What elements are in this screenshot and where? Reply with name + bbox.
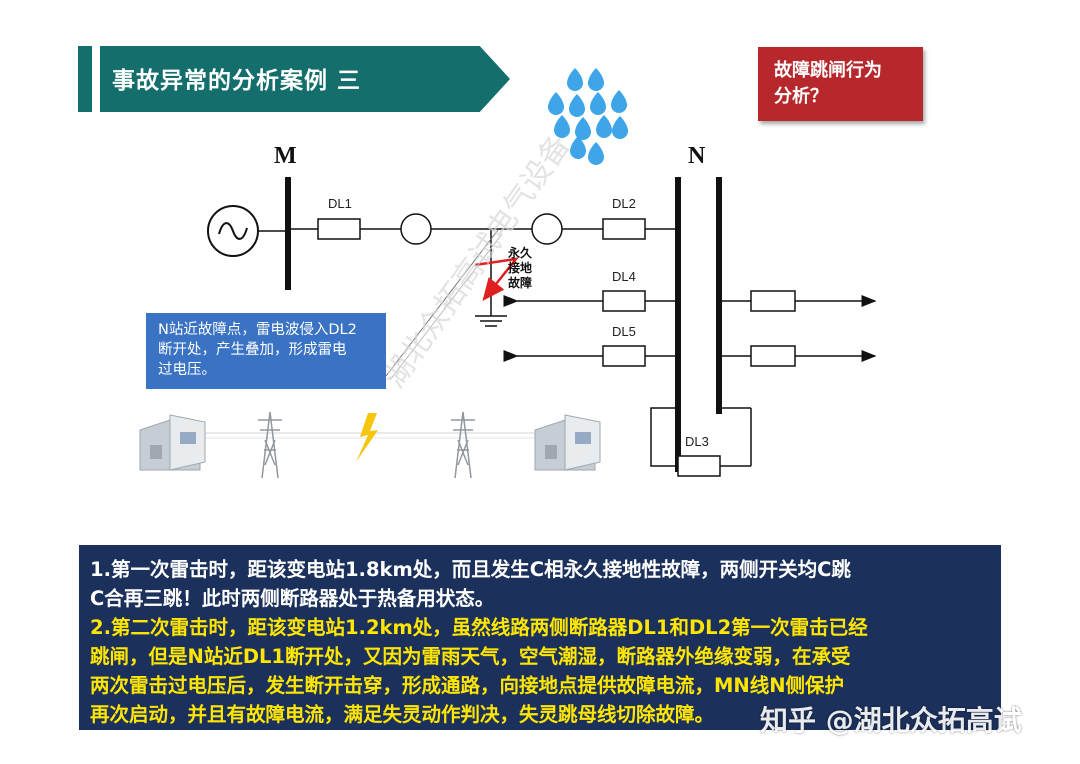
dl2-label: DL2 <box>612 196 636 211</box>
callout-line-2: 分析？ <box>774 86 828 107</box>
fault-label: 永久 接地 故障 <box>508 246 533 290</box>
node-m-label: M <box>274 143 297 169</box>
substation-right-icon <box>534 414 601 471</box>
breaker-dl3 <box>677 455 721 477</box>
note-line: 断开处，产生叠加，形成雷电 <box>158 342 347 358</box>
note-box: N站近故障点，雷电波侵入DL2 断开处，产生叠加，形成雷电 过电压。 <box>146 313 386 389</box>
callout-line-1: 故障跳闸行为 <box>774 60 882 81</box>
ct-left-icon <box>400 213 432 245</box>
explanation-box: 1.第一次雷击时，距该变电站1.8km处，而且发生C相永久接地性故障，两侧开关均… <box>79 545 1001 730</box>
ground-icon <box>475 315 507 327</box>
explanation-line: 再次启动，并且有故障电流，满足失灵动作判决，失灵跳母线切除故障。 <box>90 703 715 726</box>
note-line: N站近故障点，雷电波侵入DL2 <box>158 322 357 338</box>
fault-arrow-icon <box>474 257 519 301</box>
illustration-strip <box>139 411 601 479</box>
dl4-label: DL4 <box>612 269 636 284</box>
raindrops-icon <box>548 68 628 165</box>
tower-right-icon <box>451 411 475 479</box>
ct-right-icon <box>531 213 563 245</box>
explanation-line: 跳闸，但是N站近DL1断开处，又因为雷雨天气，空气潮湿，断路器外绝缘变弱，在承受 <box>90 645 851 668</box>
generator-icon <box>207 205 259 257</box>
question-callout: 故障跳闸行为 分析？ <box>758 47 923 121</box>
dl1-label: DL1 <box>328 196 352 211</box>
page-title: 事故异常的分析案例 三 <box>112 68 362 94</box>
lightning-icon <box>356 413 378 462</box>
title-banner <box>78 46 510 112</box>
explanation-line: 两次雷击过电压后，发生断开击穿，形成通路，向接地点提供故障电流，MN线N侧保护 <box>90 674 845 697</box>
title-stripe <box>92 46 100 112</box>
explanation-line: C合再三跳！此时两侧断路器处于热备用状态。 <box>90 587 495 610</box>
breaker-dl2 <box>602 218 646 240</box>
breaker-dl4 <box>602 290 646 312</box>
substation-left-icon <box>139 414 206 471</box>
node-n-label: N <box>688 143 706 169</box>
explanation-line: 2.第二次雷击时，距该变电站1.2km处，虽然线路两侧断路器DL1和DL2第一次… <box>90 616 868 639</box>
breaker-dl1 <box>317 218 361 240</box>
breaker-right-1 <box>750 290 796 312</box>
note-line: 过电压。 <box>158 362 216 378</box>
dl5-label: DL5 <box>612 324 636 339</box>
breaker-right-2 <box>750 345 796 367</box>
explanation-line: 1.第一次雷击时，距该变电站1.8km处，而且发生C相永久接地性故障，两侧开关均… <box>90 558 851 581</box>
tower-left-icon <box>258 411 282 479</box>
breaker-dl5 <box>602 345 646 367</box>
zhihu-watermark: 知乎 @湖北众拓高试 <box>760 704 1022 737</box>
dl3-label: DL3 <box>685 434 709 449</box>
